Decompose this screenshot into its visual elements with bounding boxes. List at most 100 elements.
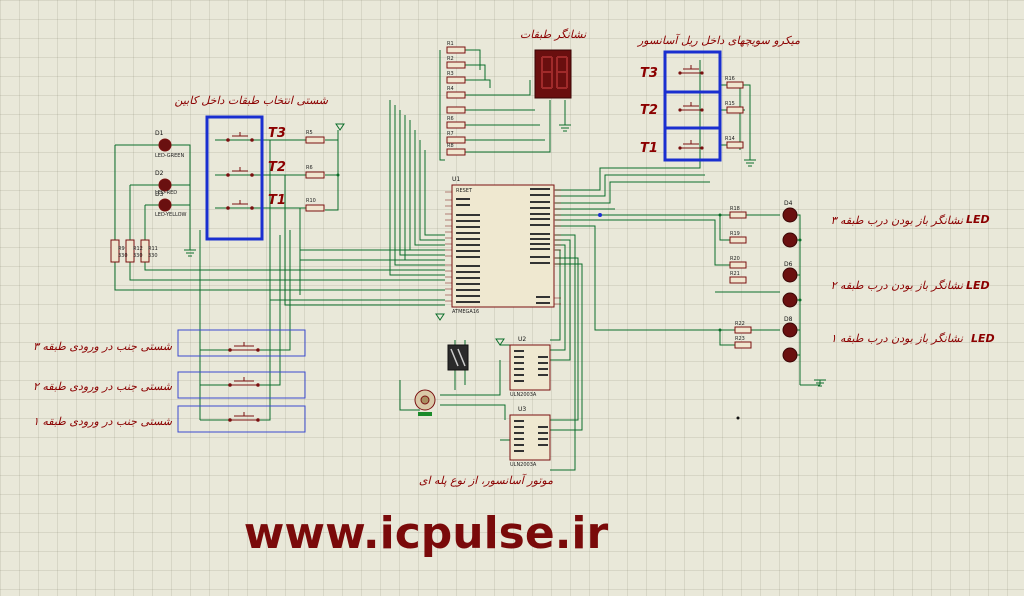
r9-label: R9 [118, 246, 125, 252]
resistor-r7 [446, 136, 466, 144]
resistor-r23 [734, 341, 752, 349]
led-d1 [158, 138, 172, 152]
u3-part: ULN2003A [510, 462, 537, 468]
led-d7 [782, 292, 798, 308]
junction-dots [336, 173, 802, 420]
r1-label: R1 [447, 41, 454, 47]
door-led-indicators: D4 D6 D8 R18 R19 R20 R21 R22 R23 نشانگر … [729, 200, 995, 363]
u2-part: ULN2003A [510, 392, 537, 398]
led-d6 [782, 267, 798, 283]
u1-label: U1 [452, 176, 460, 183]
r3-label: R3 [447, 71, 454, 77]
resistor-r4 [446, 91, 466, 99]
resistor-r16 [726, 81, 744, 89]
rail-tag-t1: T1 [640, 141, 658, 156]
resistor-r5 [305, 136, 325, 144]
resistor-r3 [446, 76, 466, 84]
r6b-label: R6 [447, 116, 454, 122]
r18-label: R18 [730, 206, 740, 212]
cabin-pushbutton-t1[interactable] [226, 200, 254, 210]
hall-button-panel: شستی جنب در ورودی طبقه ۳ شستی جنب در ورو… [33, 329, 306, 433]
u3-body [509, 414, 551, 461]
stepper-motor: موتور آسانسور، از نوع پله ای [414, 344, 553, 487]
led-tag-floor2: LED [966, 279, 990, 292]
rail-switches-label: میکرو سویچهای داخل ریل آسانسور [636, 33, 800, 47]
rail-switch-t3[interactable] [678, 65, 704, 75]
r12-value: 330 [133, 253, 143, 259]
r11-value: 330 [148, 253, 158, 259]
led-label-floor3: نشانگر باز بودن درب طبقه ۳ [831, 214, 964, 227]
u3-label: U3 [518, 406, 526, 413]
hall-pushbutton-1[interactable] [228, 412, 260, 422]
r9-value: 330 [118, 253, 128, 259]
hall-frame-3 [177, 329, 306, 357]
d6-label: D6 [784, 261, 793, 268]
resistor-r19 [729, 236, 747, 244]
website-watermark: www.icpulse.ir [244, 508, 609, 559]
rail-switch-t1[interactable] [678, 140, 704, 150]
d3-label: D3 [155, 191, 164, 198]
mcu-u1: U1 ATMEGA16 RESET [445, 176, 561, 315]
motor-coil-block [447, 344, 469, 371]
resistor-r14 [726, 141, 744, 149]
r20-label: R20 [730, 256, 740, 262]
led-tag-floor3: LED [966, 213, 990, 226]
r14-label: R14 [725, 136, 735, 142]
driver-u3: U3 ULN2003A [509, 406, 551, 468]
rail-switch-panel: T3 T2 T1 میکرو سویچهای داخل ریل آسانسور … [636, 33, 800, 162]
r4-label: R4 [447, 86, 454, 92]
seven-segment-label: نشانگر طبقات [520, 28, 587, 41]
led-label-floor1: نشانگر باز بودن درب طبقه ۱ [831, 332, 964, 345]
hall-frame-2 [177, 371, 306, 399]
r12-label: R12 [133, 246, 143, 252]
r16-label: R16 [725, 76, 735, 82]
resistor-r6b [446, 121, 466, 129]
resistor-r10 [305, 204, 325, 212]
resistor-r9 [110, 239, 120, 263]
d1-label: D1 [155, 130, 164, 137]
driver-u2: U2 ULN2003A [509, 336, 551, 398]
resistor-r1 [446, 46, 466, 54]
resistors-cabin: R5 R6 R10 [305, 130, 325, 212]
r6-label: R6 [306, 165, 313, 171]
r23-label: R23 [735, 336, 745, 342]
cabin-pushbutton-t2[interactable] [226, 167, 254, 177]
resistor-r2 [446, 61, 466, 69]
hall-label-3: شستی جنب در ورودی طبقه ۳ [33, 340, 173, 353]
hall-label-2: شستی جنب در ورودی طبقه ۲ [33, 380, 173, 393]
d2-type: LED-RED [155, 190, 177, 196]
reset-pin-label: RESET [456, 188, 473, 194]
motor-label: موتور آسانسور، از نوع پله ای [419, 473, 553, 487]
rail-switch-t2[interactable] [678, 102, 704, 112]
d1-type: LED-GREEN [155, 153, 184, 159]
resistor-r8 [446, 148, 466, 156]
cabin-frame [205, 115, 264, 241]
resistor-r5b [446, 106, 466, 114]
led-d4 [782, 207, 798, 223]
resistor-r18 [729, 211, 747, 219]
hall-label-1: شستی جنب در ورودی طبقه ۱ [33, 415, 173, 428]
seven-segment-display: نشانگر طبقات [520, 28, 587, 99]
r21-label: R21 [730, 271, 740, 277]
r22-label: R22 [735, 321, 745, 327]
rail-tag-t2: T2 [640, 103, 658, 118]
led-d2 [158, 178, 172, 192]
led-d8 [782, 322, 798, 338]
d8-label: D8 [784, 316, 793, 323]
r11-label: R11 [148, 246, 158, 252]
resistor-r21 [729, 276, 747, 284]
cabin-tag-t3: T3 [268, 126, 286, 141]
cabin-pushbutton-t3[interactable] [226, 132, 254, 142]
d2-label: D2 [155, 170, 164, 177]
u2-body [509, 344, 551, 391]
r5-label: R5 [306, 130, 313, 136]
resistors-left: R9 R12 R11 330 330 330 [110, 239, 158, 263]
hall-pushbutton-2[interactable] [228, 377, 260, 387]
r19-label: R19 [730, 231, 740, 237]
hall-pushbutton-3[interactable] [228, 342, 260, 352]
hall-frame-1 [177, 405, 306, 433]
resistor-r12 [125, 239, 135, 263]
resistor-r20 [729, 261, 747, 269]
